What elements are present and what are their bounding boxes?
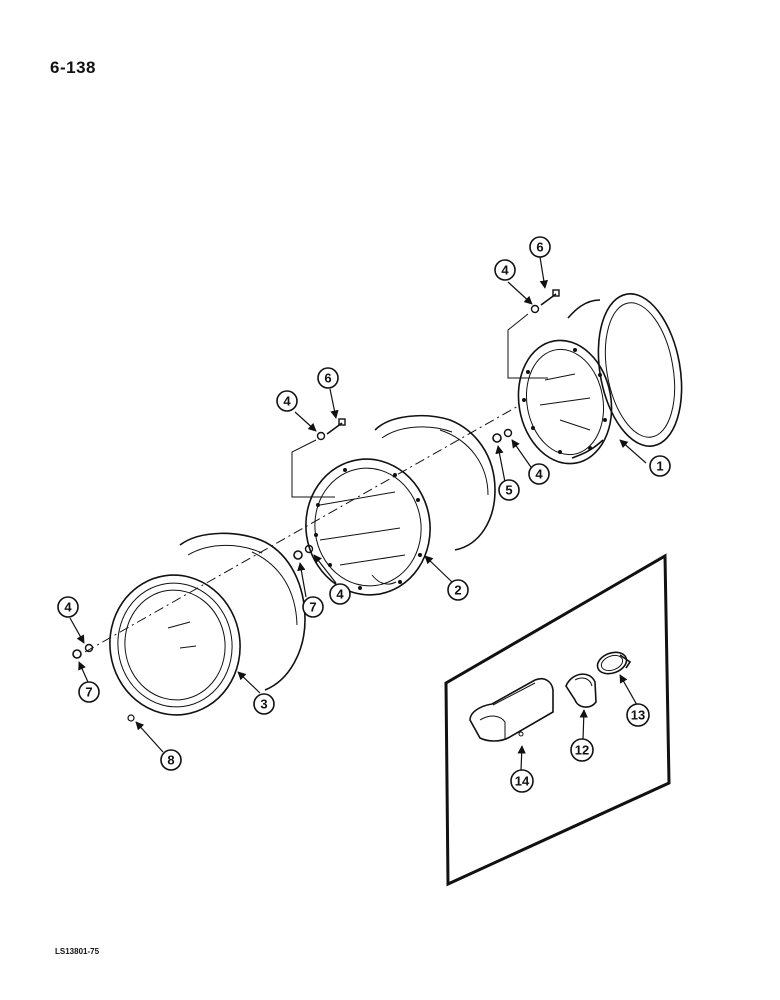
callout-4-middle: 4 [276, 390, 298, 412]
alignment-bracket-1 [507, 313, 548, 379]
nut-7-left [72, 649, 82, 659]
wheel-2 [305, 414, 496, 596]
callout-4-right: 4 [528, 463, 550, 485]
callout-6-upper: 6 [529, 236, 551, 258]
callout-7-middle: 7 [302, 596, 324, 618]
callout-label: 4 [501, 263, 509, 278]
alignment-bracket-2 [291, 439, 335, 498]
nut-7-middle [293, 550, 303, 560]
callout-label: 7 [309, 600, 316, 615]
spacer-12 [565, 673, 597, 708]
callout-label: 5 [505, 483, 512, 498]
callout-label: 1 [656, 459, 663, 474]
callout-3: 3 [253, 693, 275, 715]
callout-label: 4 [283, 394, 291, 409]
callout-14: 14 [510, 769, 534, 793]
nut-5 [492, 433, 502, 443]
washer-4-upper [530, 304, 540, 314]
callout-13: 13 [626, 703, 650, 727]
callout-label: 3 [260, 697, 267, 712]
washer-4-left [84, 643, 94, 653]
leader-lines [69, 256, 647, 771]
callout-label: 2 [454, 583, 461, 598]
callout-2: 2 [447, 579, 469, 601]
footer-code: LS13801-75 [55, 947, 100, 956]
page-number: 6-138 [50, 58, 96, 77]
callout-5: 5 [498, 479, 520, 501]
callout-4-left: 4 [57, 596, 79, 618]
callout-8: 8 [160, 749, 182, 771]
callout-label: 6 [324, 371, 331, 386]
valve-8 [127, 714, 135, 722]
washer-4-right [503, 428, 513, 438]
clamp-14 [469, 677, 554, 742]
hose-clamp-13 [596, 651, 632, 675]
callout-12: 12 [570, 738, 594, 762]
callout-label: 8 [167, 753, 174, 768]
bolt-6-upper [540, 289, 560, 306]
callout-label: 13 [631, 708, 645, 723]
wheel-1 [517, 293, 683, 465]
bolt-6-middle [326, 418, 346, 435]
washer-4-middle [316, 431, 326, 441]
wheel-3 [109, 532, 306, 716]
callout-label: 4 [336, 587, 344, 602]
inset-panel [444, 553, 671, 887]
assembly-centerline [84, 404, 521, 653]
callout-label: 14 [515, 774, 530, 789]
callout-7-left: 7 [78, 681, 100, 703]
callout-4-lower-middle: 4 [329, 583, 351, 605]
washer-4-lower-middle [304, 544, 314, 554]
callout-label: 12 [575, 743, 589, 758]
callout-label: 4 [535, 467, 543, 482]
callout-6-middle: 6 [317, 367, 339, 389]
callout-label: 7 [85, 685, 92, 700]
callout-1: 1 [649, 455, 671, 477]
callout-label: 6 [536, 240, 543, 255]
callout-4-upper: 4 [494, 259, 516, 281]
callout-label: 4 [64, 600, 72, 615]
